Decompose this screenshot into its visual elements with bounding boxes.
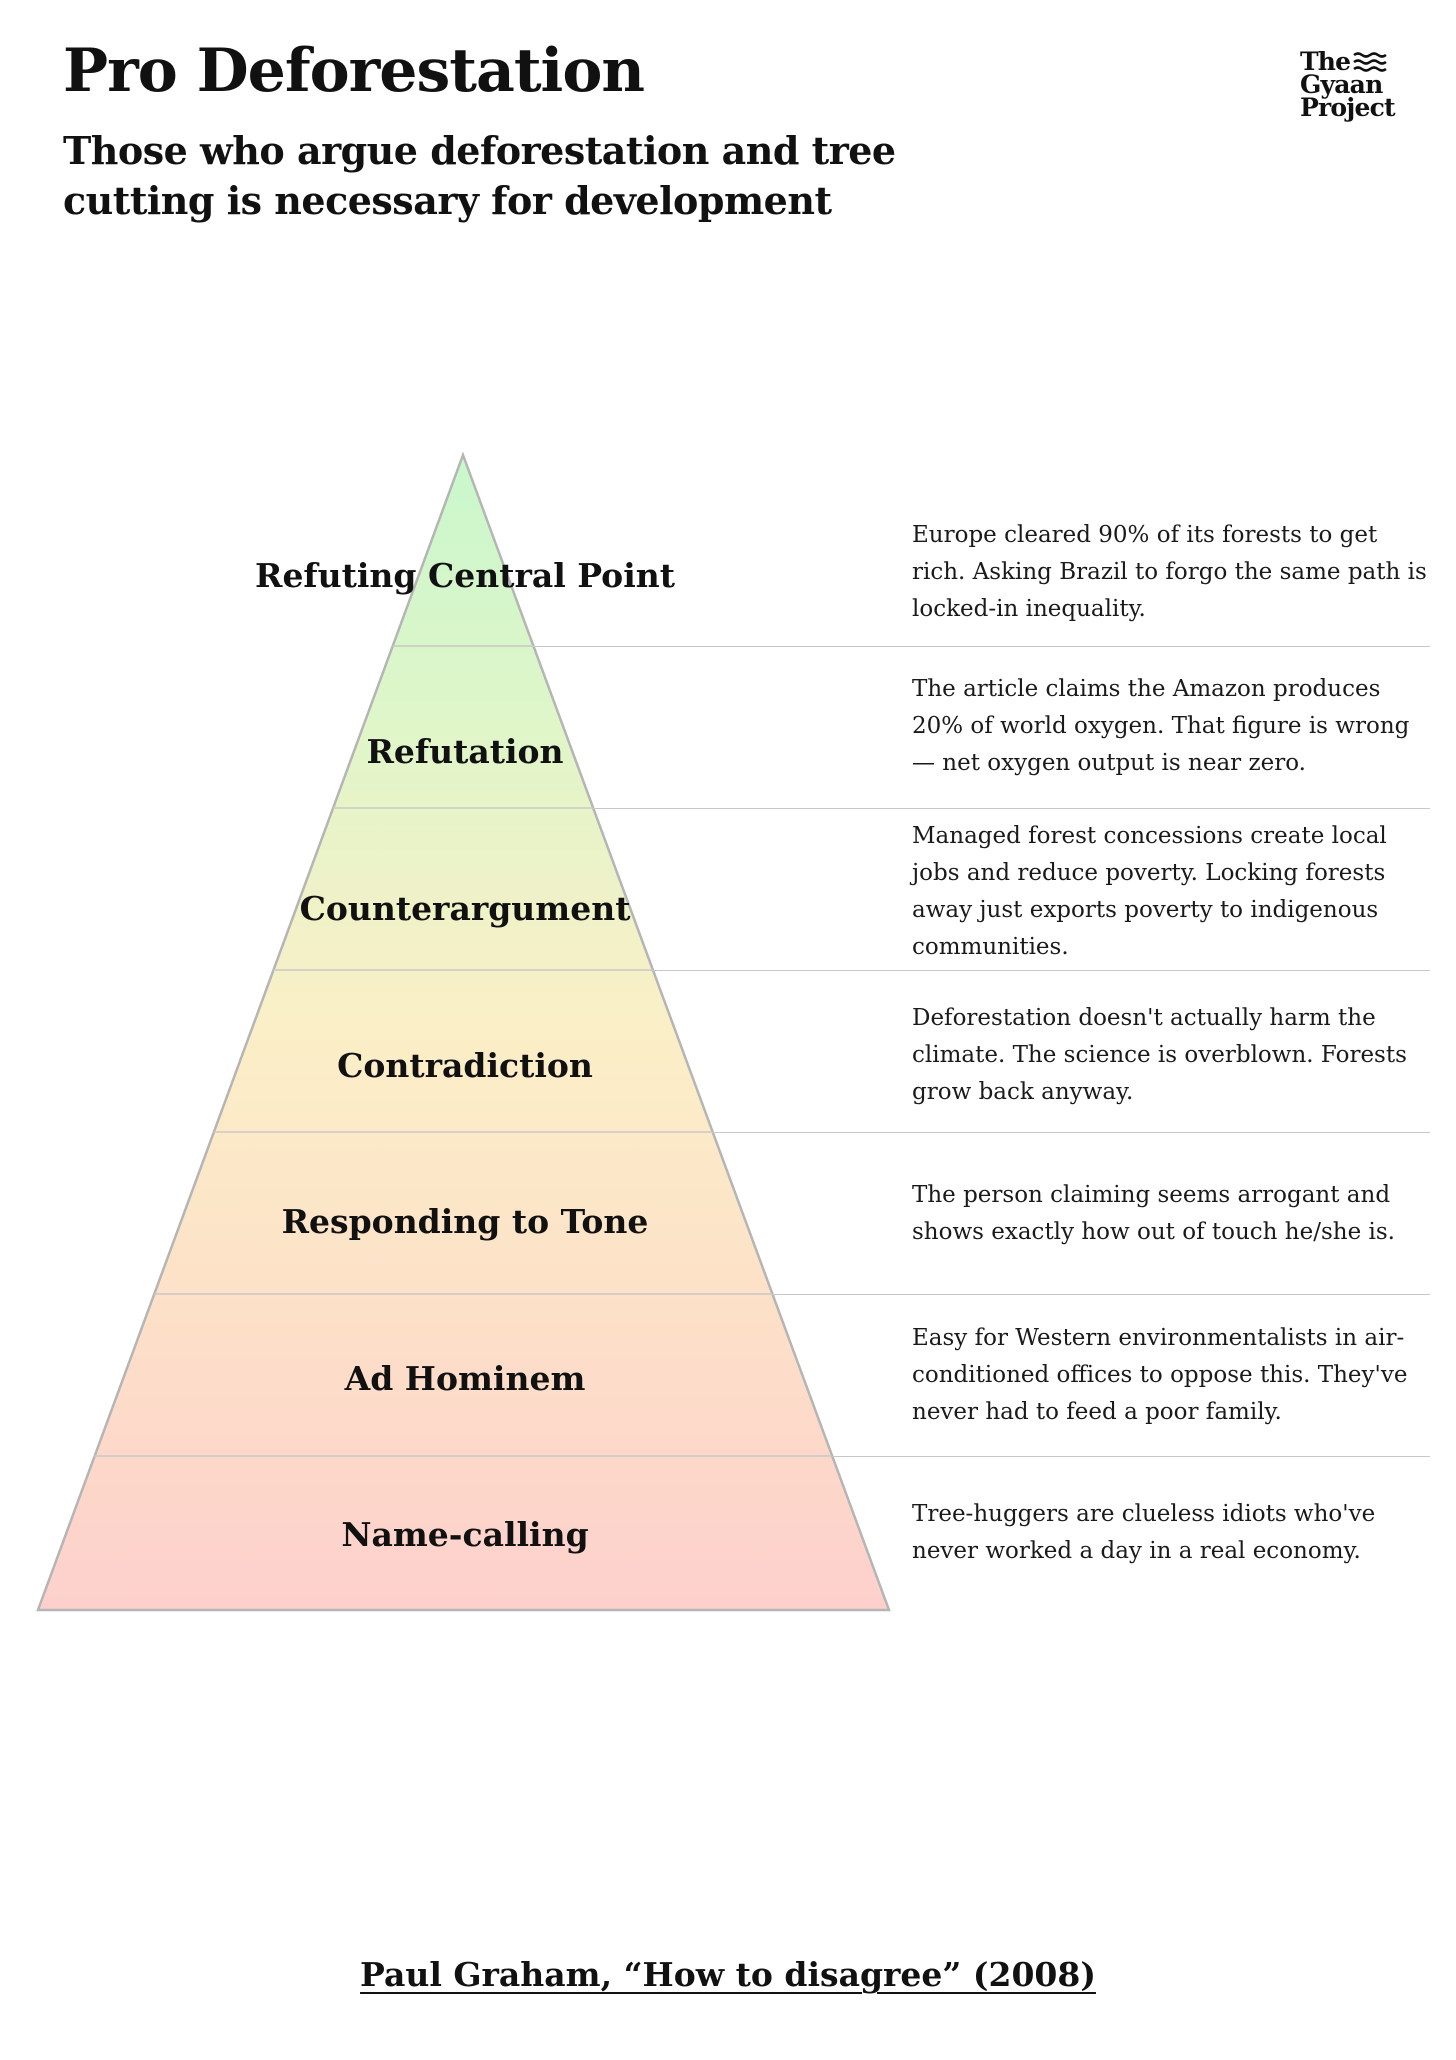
page-title: Pro Deforestation: [63, 36, 645, 106]
row-divider: [652, 970, 1430, 971]
pyramid-level-label: Refutation: [366, 732, 564, 771]
level-example-text: Managed forest concessions create local …: [912, 823, 1387, 960]
logo-text-the: The: [1300, 47, 1351, 76]
pyramid-triangle: [36, 451, 891, 1612]
row-divider: [533, 646, 1430, 647]
wave-lines-icon: [1353, 52, 1388, 72]
level-example-text: Easy for Western environmentalists in ai…: [912, 1325, 1408, 1425]
pyramid-level-label: Contradiction: [337, 1046, 593, 1085]
brand-logo: The Gyaan Project: [1300, 47, 1410, 122]
row-divider: [593, 808, 1430, 809]
level-example-text: Europe cleared 90% of its forests to get…: [912, 522, 1427, 622]
argument-pyramid: [36, 451, 891, 1612]
logo-text-gyaan: Gyaan: [1300, 70, 1383, 99]
pyramid-level-label: Ad Hominem: [344, 1359, 586, 1398]
level-example-text: Tree-huggers are clueless idiots who've …: [912, 1501, 1376, 1564]
page-subtitle: Those who argue deforestation and tree c…: [63, 128, 896, 223]
level-example-text: The article claims the Amazon produces 2…: [912, 676, 1410, 776]
row-divider: [712, 1132, 1430, 1133]
pyramid-level-label: Counterargument: [299, 889, 631, 928]
row-divider: [831, 1456, 1430, 1457]
level-example-text: The person claiming seems arrogant and s…: [912, 1182, 1395, 1245]
level-example-text: Deforestation doesn't actually harm the …: [912, 1005, 1407, 1105]
logo-text-project: Project: [1300, 93, 1396, 122]
pyramid-level-label: Refuting Central Point: [255, 556, 675, 595]
row-divider: [772, 1294, 1430, 1295]
source-citation[interactable]: Paul Graham, “How to disagree” (2008): [360, 1955, 1096, 1994]
pyramid-band-dividers: [94, 645, 832, 1457]
pyramid-level-label: Responding to Tone: [281, 1202, 649, 1241]
pyramid-level-label: Name-calling: [341, 1515, 589, 1554]
